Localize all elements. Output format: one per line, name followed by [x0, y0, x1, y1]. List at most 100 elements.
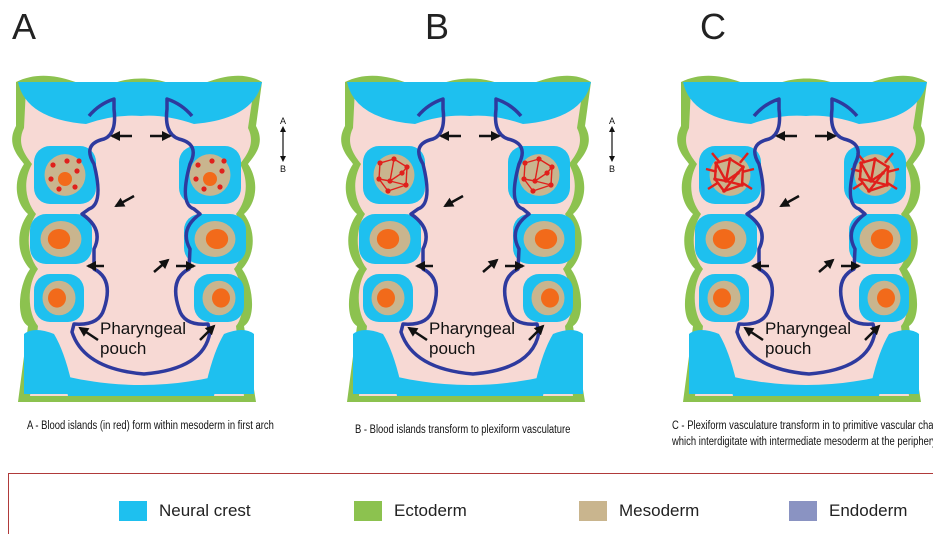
legend-label-endoderm: Endoderm [829, 501, 907, 521]
legend-item-endoderm: Endoderm [789, 501, 907, 521]
vascular-channel [406, 167, 407, 185]
vascular-node [869, 179, 873, 183]
pharyngeal-diagram-c: Pharyngealpouch [669, 64, 933, 404]
vascular-node [532, 178, 537, 183]
vascular-node [544, 170, 549, 175]
pouch-label-line2: pouch [765, 339, 811, 358]
caption-c-line2: which interdigitate with intermediate me… [672, 435, 933, 450]
mesoderm-nucleus [206, 229, 228, 249]
panel-letter-a: A [12, 6, 36, 48]
vascular-node [859, 161, 863, 165]
vascular-node [376, 176, 381, 181]
axis-arrow-down-icon [609, 156, 615, 162]
vascular-node [385, 188, 390, 193]
axis-label-bottom: B [609, 164, 615, 174]
mesoderm-nucleus [48, 288, 66, 307]
vascular-node [399, 170, 404, 175]
pouch-label-line2: pouch [100, 339, 146, 358]
caption-a: A - Blood islands (in red) form within m… [27, 419, 274, 434]
vascular-node [740, 183, 744, 187]
axis-arrow-down-icon [280, 156, 286, 162]
pouch-label-line2: pouch [429, 339, 475, 358]
blood-island [221, 158, 226, 163]
blood-island [56, 186, 61, 191]
pharyngeal-diagram-a: PharyngealpouchAB [4, 64, 274, 404]
vascular-node [886, 165, 890, 169]
panel-letter-b: B [425, 6, 449, 48]
pharyngeal-arch [30, 214, 92, 264]
vascular-node [714, 161, 718, 165]
mesoderm-nucleus [377, 229, 399, 249]
blood-island [201, 186, 206, 191]
blood-island [72, 184, 77, 189]
mesoderm-nucleus [212, 288, 230, 307]
vascular-node [713, 177, 717, 181]
legend-label-ectoderm: Ectoderm [394, 501, 467, 521]
blood-island [217, 184, 222, 189]
legend-swatch-neural-crest [119, 501, 147, 521]
mesoderm-nucleus [713, 229, 735, 249]
pharyngeal-arch [363, 274, 413, 322]
legend-item-neural-crest: Neural crest [119, 501, 251, 521]
mesoderm-nucleus [877, 288, 895, 307]
pharyngeal-arch [699, 274, 749, 322]
pharyngeal-arch [695, 214, 757, 264]
vascular-node [521, 176, 526, 181]
vascular-node [530, 188, 535, 193]
vascular-node [536, 156, 541, 161]
axis-arrow-up-icon [280, 126, 286, 132]
blood-island [203, 172, 217, 186]
pouch-label-line1: Pharyngeal [765, 319, 851, 338]
pharyngeal-arch [34, 146, 96, 204]
pharyngeal-arch [359, 214, 421, 264]
legend-swatch-ectoderm [354, 501, 382, 521]
vascular-node [549, 164, 554, 169]
blood-island [193, 176, 198, 181]
mesoderm-nucleus [48, 229, 70, 249]
pouch-label-line1: Pharyngeal [100, 319, 186, 338]
mesoderm-nucleus [377, 288, 395, 307]
mesoderm-nucleus [535, 229, 557, 249]
legend-item-ectoderm: Ectoderm [354, 501, 467, 521]
blood-island [74, 168, 79, 173]
vascular-node [387, 178, 392, 183]
legend-item-mesoderm: Mesoderm [579, 501, 699, 521]
vascular-node [724, 179, 728, 183]
mesoderm-nucleus [871, 229, 893, 249]
legend-swatch-endoderm [789, 501, 817, 521]
pharyngeal-arch [699, 146, 761, 204]
vascular-node [722, 189, 726, 193]
vascular-channel [551, 167, 552, 185]
legend-label-mesoderm: Mesoderm [619, 501, 699, 521]
vascular-node [404, 164, 409, 169]
vascular-node [403, 182, 408, 187]
vascular-node [522, 160, 527, 165]
vascular-node [736, 171, 740, 175]
blood-island [50, 162, 55, 167]
blood-island [219, 168, 224, 173]
pouch-label-line1: Pharyngeal [429, 319, 515, 338]
legend-swatch-mesoderm [579, 501, 607, 521]
pharyngeal-diagram-b: PharyngealpouchAB [333, 64, 603, 404]
blood-island [64, 158, 69, 163]
legend-box: Neural crest Ectoderm Mesoderm Endoderm [8, 473, 933, 534]
mesoderm-nucleus [541, 288, 559, 307]
vascular-node [867, 189, 871, 193]
vascular-node [858, 177, 862, 181]
blood-island [48, 176, 53, 181]
blood-island [195, 162, 200, 167]
caption-b: B - Blood islands transform to plexiform… [355, 423, 570, 438]
panel-letter-c: C [700, 6, 726, 48]
blood-island [58, 172, 72, 186]
mesoderm-nucleus [713, 288, 731, 307]
axis-label-bottom: B [280, 164, 286, 174]
axis-label-top: A [280, 116, 286, 126]
pharyngeal-arch [194, 274, 244, 322]
axis-label-top: A [609, 116, 615, 126]
vascular-node [741, 165, 745, 169]
vascular-node [391, 156, 396, 161]
vascular-node [377, 160, 382, 165]
caption-c-line1: C - Plexiform vasculature transform in t… [672, 419, 933, 434]
legend-label-neural-crest: Neural crest [159, 501, 251, 521]
pharyngeal-arch [523, 274, 573, 322]
